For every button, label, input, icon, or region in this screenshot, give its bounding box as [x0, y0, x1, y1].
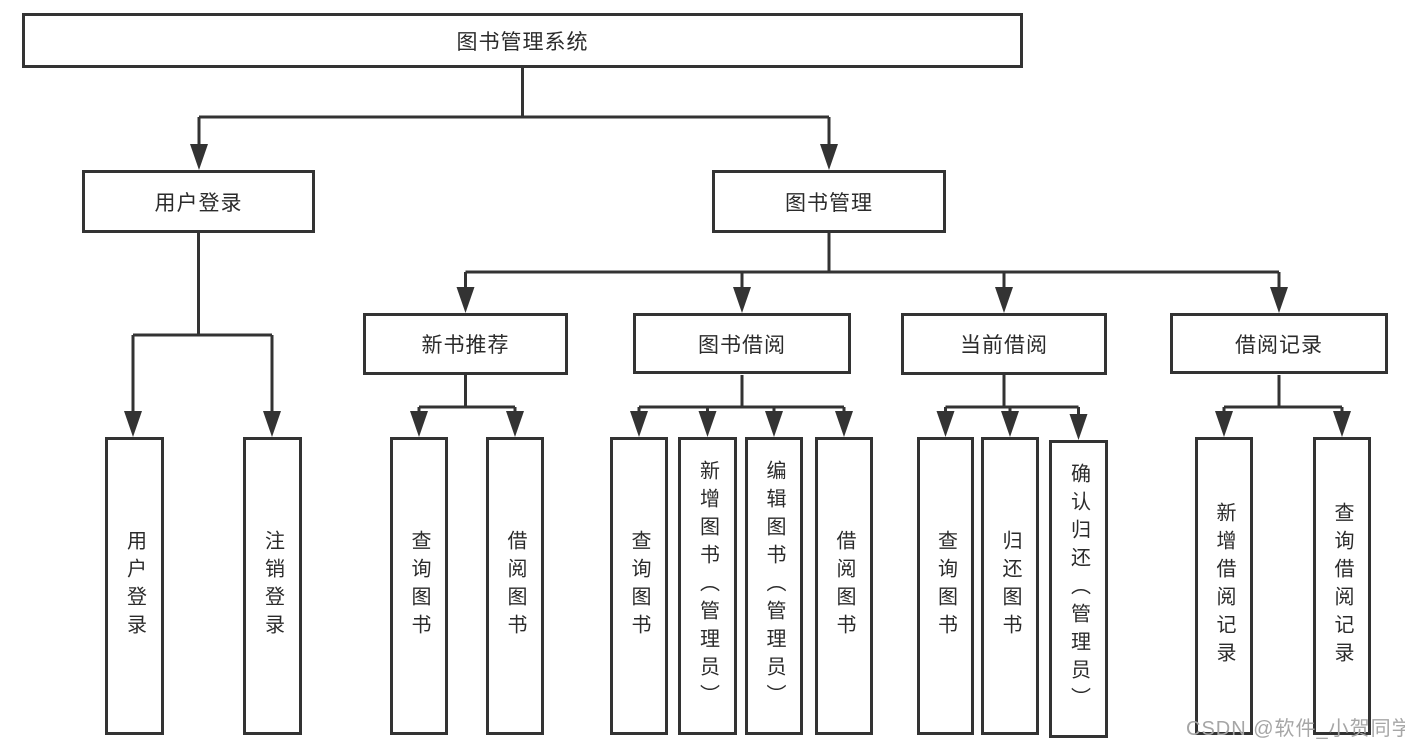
node-label: 查询借阅记录 — [1331, 502, 1353, 670]
node-label: 图书管理 — [785, 191, 873, 215]
leaf-query-borrow-record: 查询借阅记录 — [1313, 437, 1371, 735]
node-label: 确认归还（管理员） — [1067, 463, 1090, 715]
node-label: 图书借阅 — [698, 333, 786, 357]
leaf-borrow-books-borrowing: 借阅图书 — [815, 437, 873, 735]
node-label: 新书推荐 — [421, 334, 510, 357]
leaf-user-login: 用户登录 — [105, 437, 164, 735]
connector-book-borrow-children — [630, 375, 853, 437]
leaf-logout: 注销登录 — [243, 437, 302, 735]
node-book-borrowing: 图书借阅 — [633, 313, 851, 374]
node-book-management: 图书管理 — [712, 170, 946, 233]
node-label: 查询图书 — [628, 530, 650, 642]
node-label: 借阅记录 — [1235, 333, 1323, 357]
node-label: 借阅图书 — [504, 530, 526, 642]
leaf-return-books: 归还图书 — [981, 437, 1039, 735]
node-label: 注销登录 — [261, 530, 284, 642]
node-label: 编辑图书（管理员） — [763, 460, 785, 712]
leaf-borrow-books-newbook: 借阅图书 — [486, 437, 544, 735]
node-user-login: 用户登录 — [82, 170, 315, 233]
leaf-add-books-admin: 新增图书（管理员） — [678, 437, 737, 735]
node-new-book-recommendation: 新书推荐 — [363, 313, 568, 375]
leaf-confirm-return-admin: 确认归还（管理员） — [1049, 440, 1108, 738]
node-label: 图书管理系统 — [456, 30, 589, 54]
node-label: 新增借阅记录 — [1213, 502, 1235, 670]
node-label: 查询图书 — [934, 530, 957, 642]
leaf-edit-books-admin: 编辑图书（管理员） — [745, 437, 803, 735]
connector-current-borrow-children — [936, 375, 1088, 440]
leaf-add-borrow-record: 新增借阅记录 — [1195, 437, 1253, 735]
connector-user-login-children — [124, 233, 281, 437]
connector-new-book-children — [410, 375, 524, 437]
node-label: 归还图书 — [999, 530, 1021, 642]
connector-borrow-record-children — [1215, 375, 1351, 437]
leaf-query-books-current: 查询图书 — [917, 437, 974, 735]
node-label: 当前借阅 — [960, 334, 1048, 357]
csdn-watermark: CSDN @软件_小贺同学 — [1186, 718, 1405, 740]
node-label: 用户登录 — [123, 530, 146, 642]
node-borrowing-records: 借阅记录 — [1170, 313, 1388, 374]
node-label: 用户登录 — [154, 191, 243, 215]
node-label: 借阅图书 — [833, 530, 855, 642]
connector-root-to-level1 — [190, 68, 838, 170]
node-label: 查询图书 — [408, 530, 430, 642]
node-current-borrowing: 当前借阅 — [901, 313, 1107, 375]
node-library-management-system: 图书管理系统 — [22, 13, 1023, 68]
leaf-query-books-newbook: 查询图书 — [390, 437, 448, 735]
node-label: 新增图书（管理员） — [696, 460, 719, 712]
leaf-query-books-borrowing: 查询图书 — [610, 437, 668, 735]
connector-book-mgmt-children — [456, 233, 1288, 313]
